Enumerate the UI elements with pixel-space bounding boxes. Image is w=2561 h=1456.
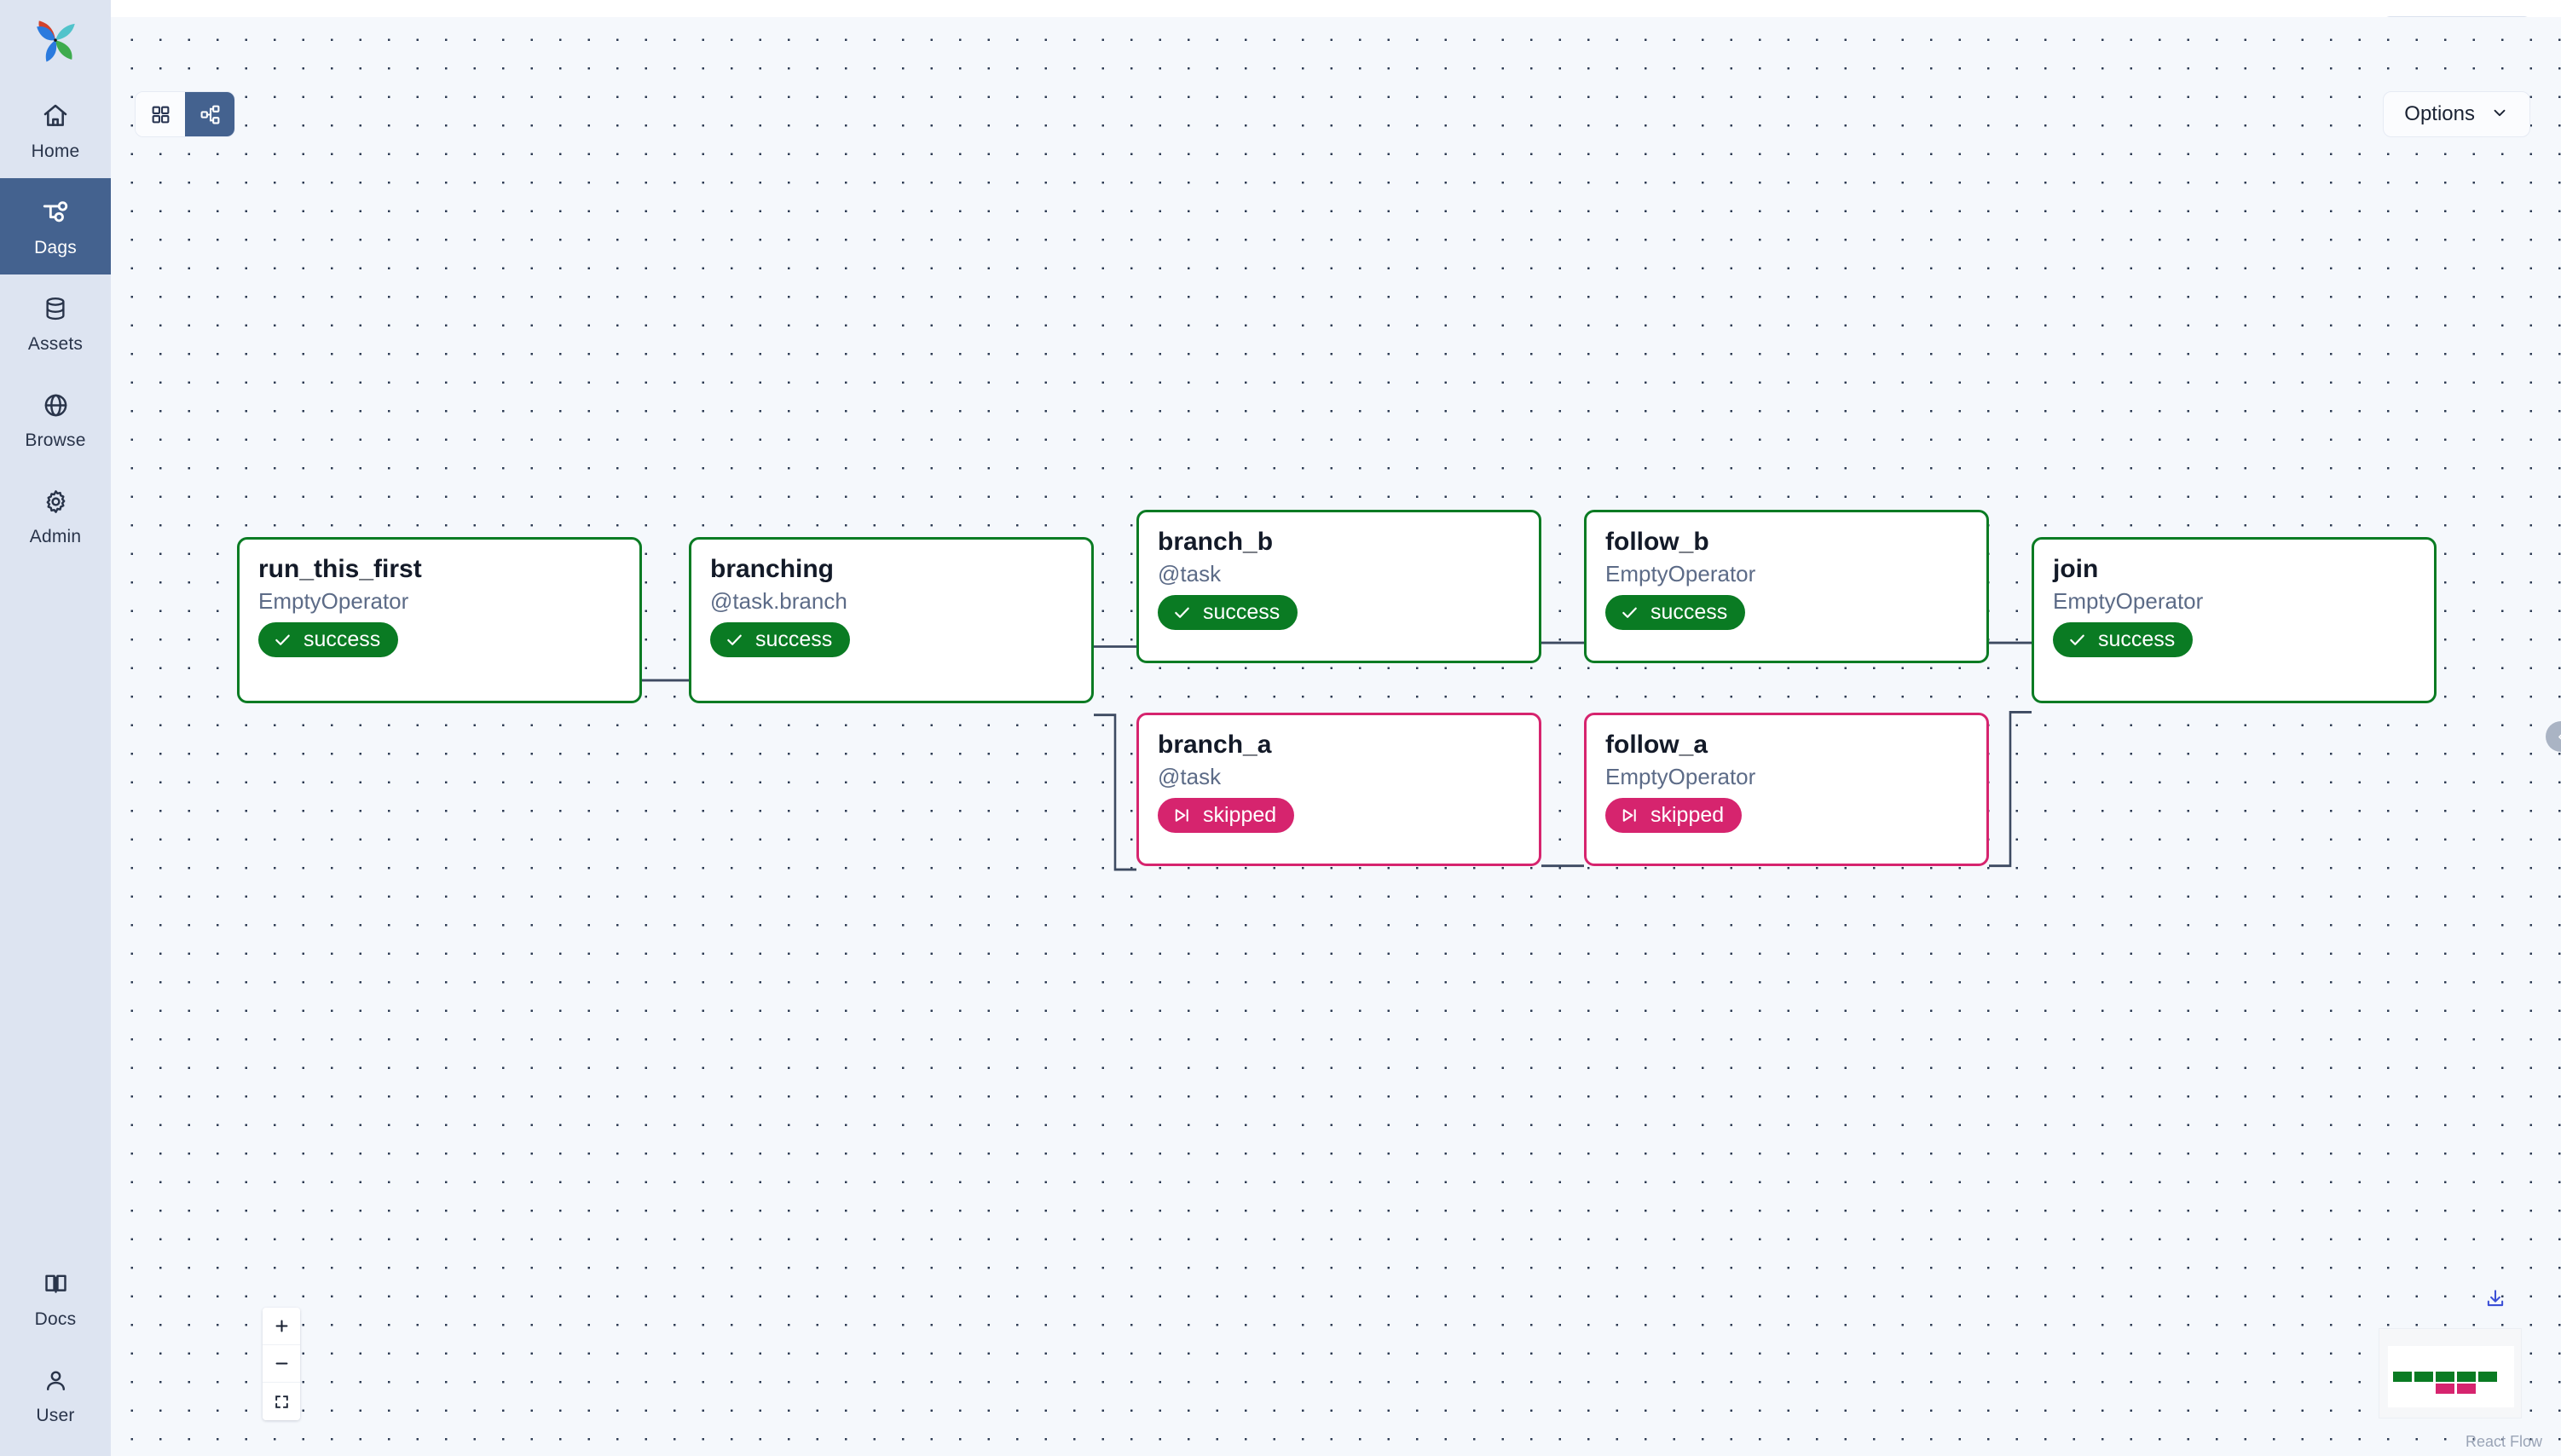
edge-follow_a-join [1989, 710, 2032, 868]
skip-icon [1622, 809, 1636, 822]
options-button[interactable]: Options [2383, 91, 2530, 137]
zoom-out-button[interactable] [263, 1345, 300, 1383]
graph-canvas[interactable]: Options [111, 17, 2561, 1456]
zoom-in-button[interactable] [263, 1308, 300, 1345]
sidebar-item-home[interactable]: Home [0, 82, 111, 178]
check-icon [1622, 607, 1637, 618]
sidebar-item-label: User [36, 1406, 75, 1425]
status-badge-label: success [1203, 599, 1280, 624]
task-node-title: branch_a [1158, 731, 1272, 759]
minimap-node [2457, 1384, 2476, 1394]
sidebar-item-label: Assets [27, 334, 84, 354]
panel-collapse-handle[interactable] [2546, 721, 2561, 752]
minimap-viewport [2388, 1346, 2514, 1407]
sidebar-item-label: Browse [25, 430, 86, 450]
airflow-pinwheel-icon [37, 20, 75, 62]
status-badge-label: skipped [1203, 802, 1277, 827]
check-icon [1175, 607, 1189, 618]
status-badge-label: skipped [1650, 802, 1725, 827]
status-badge: success [1158, 594, 1298, 631]
minimap-node [2393, 1372, 2412, 1382]
zoom-controls [263, 1308, 300, 1420]
sidebar-item-label: Docs [34, 1309, 77, 1329]
react-flow-attribution: React Flow [2465, 1433, 2542, 1450]
chevron-down-icon [2490, 103, 2509, 126]
globe-icon [43, 387, 69, 423]
status-badge: skipped [1605, 797, 1743, 834]
sidebar-item-dags[interactable]: Dags [0, 178, 111, 274]
sidebar-item-admin[interactable]: Admin [0, 467, 111, 563]
task-node-branch_a[interactable]: branch_a @task skipped [1136, 713, 1541, 866]
grid-view-button[interactable] [136, 92, 185, 136]
task-node-title: branch_b [1158, 528, 1274, 556]
task-node-operator: EmptyOperator [2053, 587, 2204, 614]
task-node-operator: @task [1158, 763, 1222, 789]
check-icon [2070, 634, 2084, 645]
status-badge-label: success [1650, 599, 1728, 624]
sidebar-nav-bottom: Docs User [0, 1250, 111, 1442]
check-icon [275, 634, 290, 645]
view-mode-switch [135, 91, 235, 137]
sidebar-item-label: Dags [34, 238, 77, 257]
task-node-title: follow_a [1605, 731, 1708, 759]
book-icon [43, 1266, 69, 1302]
minimap-node [2436, 1372, 2454, 1382]
sidebar-item-label: Admin [29, 527, 82, 546]
sidebar-item-label: Home [31, 142, 80, 161]
download-button[interactable] [2484, 1288, 2506, 1314]
status-badge-label: success [2098, 627, 2176, 651]
sidebar-item-user[interactable]: User [0, 1346, 111, 1442]
task-node-operator: @task [1158, 560, 1222, 586]
sidebar-nav-top: Home Dags Assets [0, 82, 111, 563]
status-badge: skipped [1158, 797, 1295, 834]
task-node-operator: @task.branch [710, 587, 847, 614]
check-icon [727, 634, 742, 645]
minimap-node [2436, 1384, 2454, 1394]
task-node-operator: EmptyOperator [1605, 763, 1756, 789]
task-node-title: follow_b [1605, 528, 1709, 556]
task-node-title: join [2053, 555, 2099, 583]
task-node-branch_b[interactable]: branch_b @task success [1136, 510, 1541, 663]
sidebar-item-docs[interactable]: Docs [0, 1250, 111, 1346]
minimap[interactable] [2379, 1328, 2522, 1418]
status-badge-label: success [304, 627, 381, 651]
airflow-logo[interactable] [0, 0, 111, 82]
options-label: Options [2404, 102, 2475, 125]
status-badge: success [710, 621, 851, 658]
person-icon [43, 1362, 69, 1398]
task-node-follow_a[interactable]: follow_a EmptyOperator skipped [1584, 713, 1989, 866]
fit-view-button[interactable] [263, 1383, 300, 1420]
home-icon [42, 98, 69, 134]
minimap-node [2414, 1372, 2433, 1382]
react-flow-viewport[interactable]: run_this_first EmptyOperator success bra… [111, 17, 2561, 1456]
dag-tree-icon [41, 194, 70, 230]
status-badge: success [2053, 621, 2194, 658]
status-badge-label: success [755, 627, 833, 651]
task-node-operator: EmptyOperator [258, 587, 409, 614]
gear-icon [43, 483, 69, 519]
view-toolbar: Options [111, 82, 2561, 147]
task-node-title: branching [710, 555, 835, 583]
status-badge: success [258, 621, 399, 658]
sidebar: Home Dags Assets [0, 0, 111, 1456]
task-node-title: run_this_first [258, 555, 422, 583]
graph-view-button[interactable] [185, 92, 234, 136]
minimap-node [2457, 1372, 2476, 1382]
status-badge: success [1605, 594, 1746, 631]
task-node-join[interactable]: join EmptyOperator success [2032, 537, 2437, 703]
sidebar-item-browse[interactable]: Browse [0, 371, 111, 467]
task-node-operator: EmptyOperator [1605, 560, 1756, 586]
main-content: Dag branch_example / Dag Run 2025-09-18 … [111, 0, 2561, 1456]
task-node-branching[interactable]: branching @task.branch success [689, 537, 1094, 703]
minimap-node [2478, 1372, 2497, 1382]
chevron-left-icon [2558, 733, 2561, 740]
edge-branching-branch_a [1094, 714, 1136, 871]
skip-icon [1175, 809, 1188, 822]
task-node-run_this_first[interactable]: run_this_first EmptyOperator success [237, 537, 642, 703]
task-node-follow_b[interactable]: follow_b EmptyOperator success [1584, 510, 1989, 663]
database-icon [43, 291, 68, 326]
sidebar-item-assets[interactable]: Assets [0, 274, 111, 371]
